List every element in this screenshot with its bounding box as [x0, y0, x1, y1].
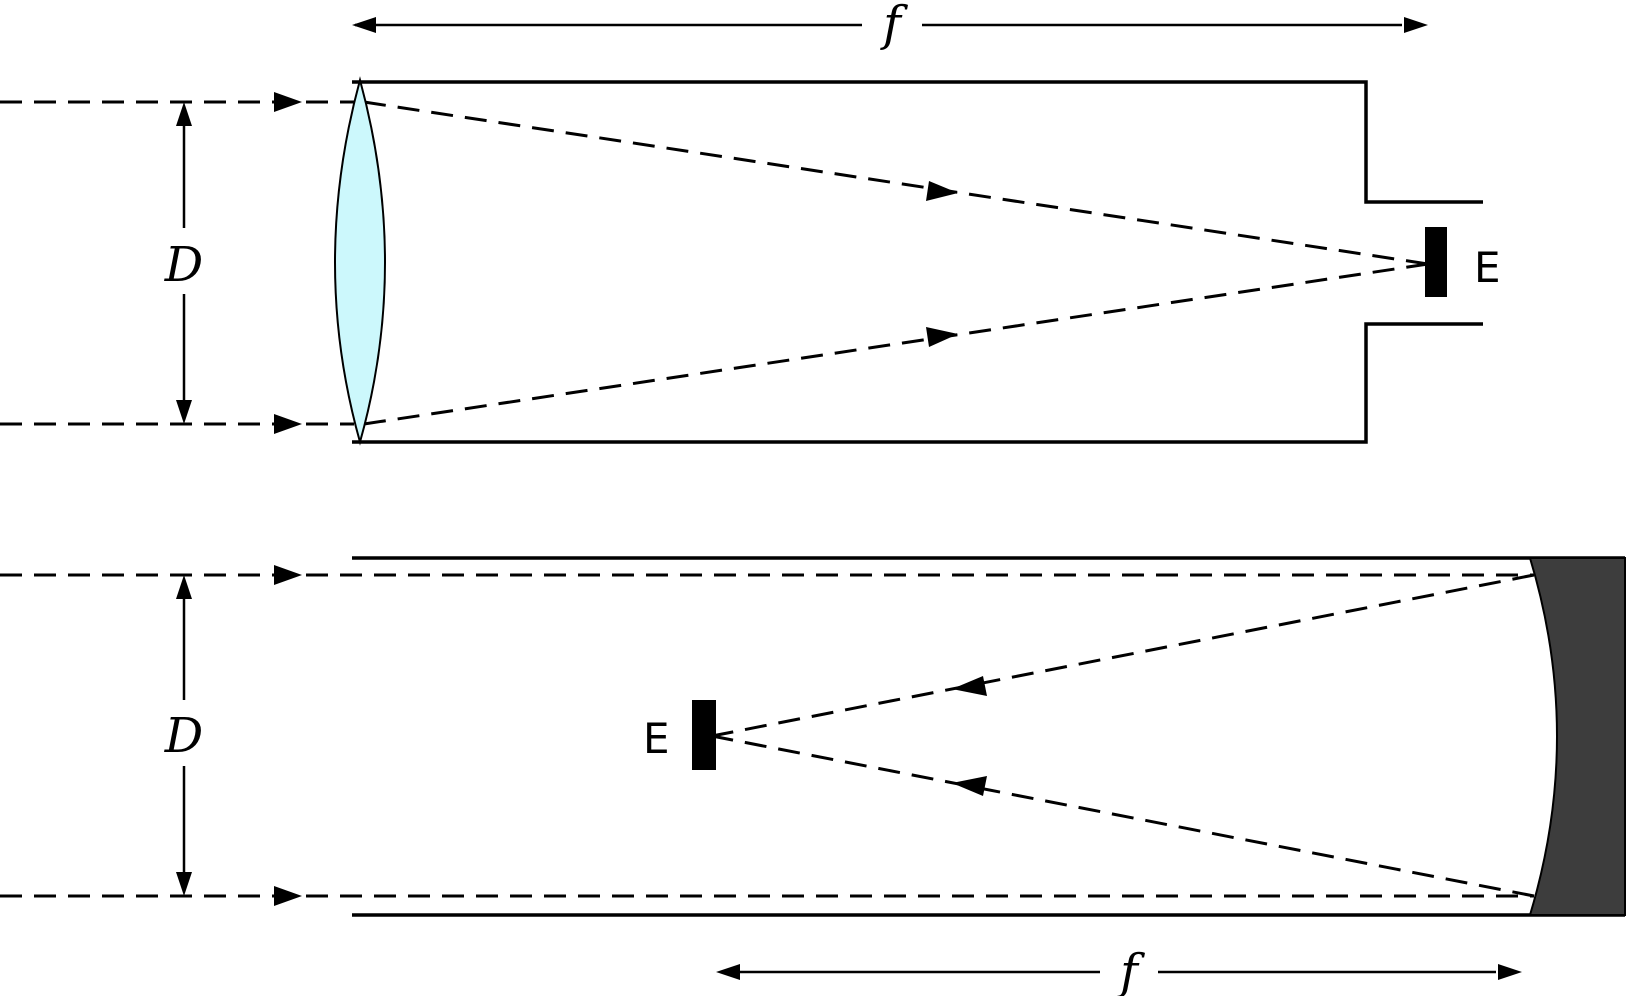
refractor-tube	[352, 80, 1483, 444]
refractor-aperture-dimension: D	[164, 102, 203, 424]
reflector-focal-arrowhead-right	[1498, 964, 1522, 980]
reflector-reflected-arrowhead-top	[952, 676, 987, 696]
reflector-aperture-dimension: D	[164, 575, 203, 896]
refractor-eyepiece	[1425, 227, 1447, 297]
refractor-focal-length-label: f	[880, 0, 908, 52]
reflector-focal-arrowhead-left	[716, 964, 740, 980]
reflector-reflected-arrowhead-bottom	[952, 776, 987, 796]
refractor-focal-arrowhead-right	[1404, 17, 1428, 33]
refractor-aperture-arrowhead-down	[176, 400, 192, 424]
reflector-aperture-label: D	[164, 708, 203, 764]
reflector-incoming-arrowhead-bottom	[274, 886, 302, 906]
refractor-telescope: f D E	[0, 0, 1501, 446]
refractor-converging-arrowhead-bottom	[926, 327, 958, 347]
refractor-focal-length-dimension: f	[352, 0, 1428, 52]
refractor-focal-arrowhead-left	[352, 17, 376, 33]
reflector-eyepiece-label: E	[643, 714, 670, 763]
refractor-converging-ray-bottom	[363, 262, 1429, 426]
refractor-aperture-arrowhead-up	[176, 102, 192, 126]
refractor-incoming-arrowhead-bottom	[274, 414, 302, 434]
refractor-aperture-label: D	[164, 237, 203, 293]
refractor-converging-arrowhead-top	[926, 181, 958, 201]
reflector-aperture-arrowhead-up	[176, 575, 192, 599]
reflector-incoming-arrowhead-top	[274, 565, 302, 585]
reflector-aperture-arrowhead-down	[176, 872, 192, 896]
reflector-telescope: D E f	[0, 556, 1626, 996]
objective-lens	[334, 76, 386, 446]
reflector-focal-length-dimension: f	[716, 944, 1522, 996]
refractor-incoming-arrowhead-top	[274, 92, 302, 112]
refractor-converging-ray-top	[363, 100, 1429, 266]
primary-mirror	[1528, 557, 1626, 916]
refractor-eyepiece-label: E	[1474, 243, 1501, 292]
reflector-focal-length-label: f	[1117, 944, 1145, 996]
reflector-reflected-ray-bottom	[711, 734, 1535, 898]
reflector-reflected-ray-top	[711, 573, 1535, 738]
reflector-eyepiece	[692, 700, 716, 770]
